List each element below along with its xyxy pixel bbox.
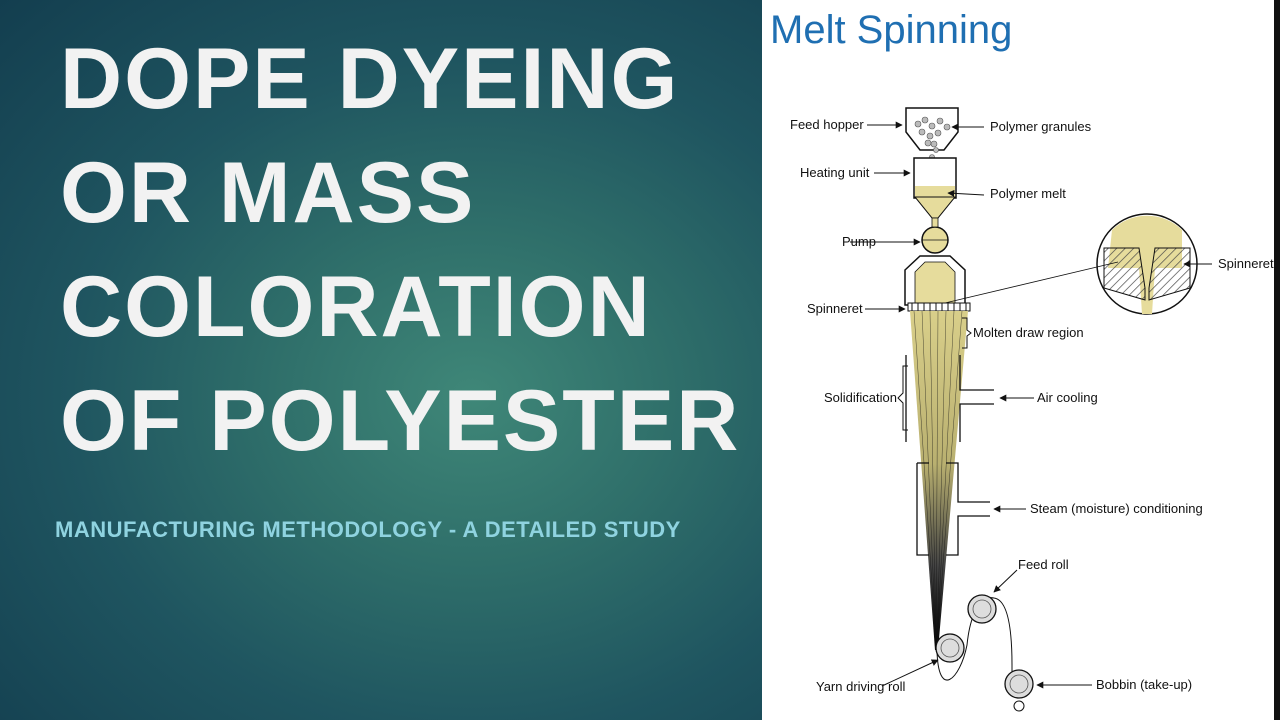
melt-spinning-diagram: Feed hopper Polymer granules Heating uni… bbox=[790, 107, 1274, 712]
solidification-bracket bbox=[897, 365, 908, 431]
label-bobbin: Bobbin (take-up) bbox=[1096, 677, 1192, 692]
label-pump: Pump bbox=[842, 234, 876, 249]
spinneret-housing bbox=[904, 255, 971, 312]
steam-conditioning-duct bbox=[916, 462, 990, 556]
label-spinneret-left: Spinneret bbox=[807, 301, 863, 316]
feed-roll-circle bbox=[967, 594, 997, 624]
label-heating-unit: Heating unit bbox=[800, 165, 870, 180]
label-steam-conditioning: Steam (moisture) conditioning bbox=[1030, 501, 1203, 516]
molten-draw-bracket bbox=[962, 317, 972, 349]
pump bbox=[921, 217, 949, 254]
slide-title: DOPE DYEING OR MASS COLORATION OF POLYES… bbox=[60, 22, 750, 478]
spinneret-detail bbox=[944, 213, 1198, 315]
fiber-bundle bbox=[910, 310, 968, 650]
label-solidification: Solidification bbox=[824, 390, 897, 405]
title-line-3: COLORATION bbox=[60, 259, 652, 355]
yarn-driving-roll-circle bbox=[935, 633, 965, 663]
label-polymer-granules: Polymer granules bbox=[990, 119, 1092, 134]
label-molten-draw-region: Molten draw region bbox=[973, 325, 1084, 340]
label-feed-roll: Feed roll bbox=[1018, 557, 1069, 572]
label-spinneret-right: Spinneret bbox=[1218, 256, 1274, 271]
title-line-4: OF POLYESTER bbox=[60, 373, 741, 469]
title-panel: DOPE DYEING OR MASS COLORATION OF POLYES… bbox=[0, 0, 762, 720]
title-line-2: OR MASS bbox=[60, 145, 476, 241]
heating-unit bbox=[913, 157, 957, 219]
feed-hopper bbox=[905, 107, 959, 160]
right-edge-border bbox=[1274, 0, 1280, 720]
roll-system bbox=[935, 594, 1034, 712]
diagram-title: Melt Spinning bbox=[770, 8, 1013, 52]
label-feed-hopper: Feed hopper bbox=[790, 117, 864, 132]
label-polymer-melt: Polymer melt bbox=[990, 186, 1066, 201]
air-cooling-duct bbox=[905, 355, 994, 442]
title-line-1: DOPE DYEING bbox=[60, 31, 680, 127]
slide-subtitle: MANUFACTURING METHODOLOGY - A DETAILED S… bbox=[55, 517, 681, 542]
label-air-cooling: Air cooling bbox=[1037, 390, 1098, 405]
diagram-panel: Melt Spinning bbox=[762, 0, 1280, 720]
bobbin-circle bbox=[1004, 669, 1034, 699]
label-yarn-driving-roll: Yarn driving roll bbox=[816, 679, 905, 694]
